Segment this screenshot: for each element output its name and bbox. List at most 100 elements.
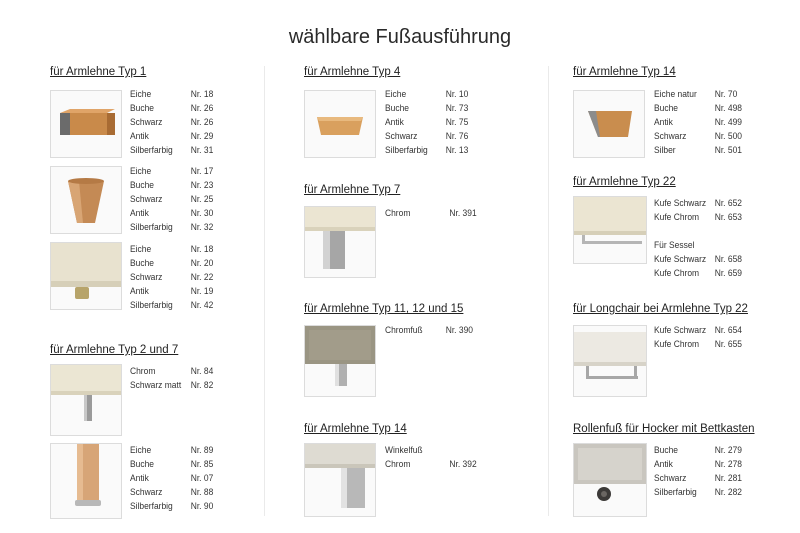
variant-name: Buche (385, 103, 409, 113)
variant-name: Antik (654, 459, 673, 469)
variant-number: Nr. 391 (449, 208, 477, 218)
sessel-label: Für Sessel (654, 240, 695, 250)
page-title: wählbare Fußausführung (288, 26, 512, 48)
variant-name: Schwarz (654, 131, 687, 141)
variant-number: Nr. 85 (190, 459, 214, 469)
variant-number: Nr. 281 (714, 473, 742, 483)
foot-image-wood-chrome-taper (573, 90, 645, 158)
table-row: Winkelfuß (385, 443, 477, 457)
heading-armlehne-typ-22: für Armlehne Typ 22 (573, 176, 676, 188)
variant-name: Antik (130, 208, 149, 218)
variant-name: Buche (130, 459, 154, 469)
variant-number: Nr. 13 (445, 145, 469, 155)
variant-name: Silberfarbig (130, 222, 173, 232)
foot-image-runner-chrome (573, 196, 647, 264)
table-row: Antik Nr. 278 (654, 457, 742, 471)
table-row: Silberfarbig Nr. 282 (654, 485, 742, 499)
table-row: Schwarz Nr. 26 (130, 115, 213, 129)
table-row: Antik Nr. 30 (130, 206, 213, 220)
variant-number: Nr. 22 (190, 272, 214, 282)
heading-armlehne-typ-14-col3: für Armlehne Typ 14 (573, 66, 676, 78)
variant-number: Nr. 20 (190, 258, 214, 268)
variant-name: Chrom (130, 366, 156, 376)
variant-number: Nr. 501 (714, 145, 742, 155)
variant-number: Nr. 500 (714, 131, 742, 141)
column-divider (548, 66, 549, 516)
variant-name: Silberfarbig (654, 487, 697, 497)
variant-number: Nr. 30 (190, 208, 214, 218)
heading-rollenfuss-hocker: Rollenfuß für Hocker mit Bettkasten (573, 423, 755, 435)
variant-number: Nr. 10 (445, 89, 469, 99)
table-row: Buche Nr. 85 (130, 457, 213, 471)
variant-number: Nr. 498 (714, 103, 742, 113)
variant-number: Nr. 278 (714, 459, 742, 469)
variant-name: Buche (130, 103, 154, 113)
table-row: Antik Nr. 75 (385, 115, 468, 129)
variant-name: Schwarz (130, 194, 163, 204)
variant-number: Nr. 73 (445, 103, 469, 113)
variant-number: Nr. 89 (190, 445, 214, 455)
variant-number: Nr. 26 (190, 103, 214, 113)
foot-image-chrome-block (304, 206, 376, 278)
variant-number: Nr. 499 (714, 117, 742, 127)
variant-name: Buche (654, 445, 678, 455)
variant-number: Nr. 18 (190, 244, 214, 254)
variant-name: Antik (385, 117, 404, 127)
variant-name: Eiche (130, 89, 152, 99)
variant-name: Silberfarbig (130, 501, 173, 511)
variant-name: Kufe Schwarz (654, 198, 707, 208)
variant-name: Kufe Schwarz (654, 325, 707, 335)
variant-name: Schwarz (654, 473, 687, 483)
foot-image-block-wood (50, 90, 122, 158)
variant-number: Nr. 76 (445, 131, 469, 141)
variant-name: Schwarz (130, 117, 163, 127)
table-row: Kufe Schwarz Nr. 652 (654, 196, 742, 210)
variant-name: Silberfarbig (130, 300, 173, 310)
variant-number: Nr. 75 (445, 117, 469, 127)
variant-number: Nr. 392 (449, 459, 477, 469)
variant-number: Nr. 282 (714, 487, 742, 497)
heading-armlehne-typ-7: für Armlehne Typ 7 (304, 184, 401, 196)
variant-number: Nr. 29 (190, 131, 214, 141)
heading-armlehne-typ-4: für Armlehne Typ 4 (304, 66, 401, 78)
variant-number: Nr. 652 (714, 198, 742, 208)
variant-name: Kufe Chrom (654, 212, 700, 222)
variant-name: Schwarz (130, 272, 163, 282)
variant-number: Nr. 654 (714, 325, 742, 335)
heading-armlehne-typ-1: für Armlehne Typ 1 (50, 66, 147, 78)
variant-number: Nr. 32 (190, 222, 214, 232)
foot-image-angle-chrome (304, 443, 376, 517)
variant-name: Kufe Chrom (654, 339, 700, 349)
variant-number: Nr. 70 (714, 89, 738, 99)
foot-image-castor-wheel (573, 443, 647, 517)
variant-number: Nr. 26 (190, 117, 214, 127)
variant-name: Buche (130, 180, 154, 190)
